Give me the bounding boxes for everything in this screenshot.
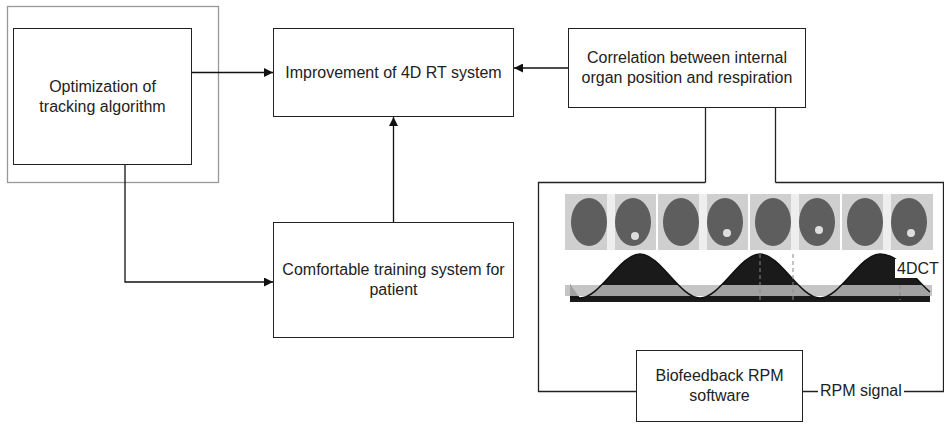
node-text: Comfortable training system for patient — [282, 260, 505, 299]
spine — [699, 194, 707, 250]
lung — [615, 198, 651, 246]
ct-slice — [565, 194, 657, 250]
tumor — [723, 229, 731, 237]
ct-slice — [749, 194, 841, 250]
flow-arrow — [125, 165, 273, 282]
ct-background — [749, 194, 841, 250]
lung — [571, 198, 607, 246]
wave-line — [570, 254, 930, 298]
phase-marker — [900, 285, 901, 300]
annotation-label: RPM signal — [818, 381, 904, 400]
tumor — [907, 229, 915, 237]
slice-separator — [840, 194, 842, 250]
highlight-frame — [8, 7, 219, 183]
node-text: Optimization of tracking algorithm — [22, 77, 183, 116]
node-text: Correlation between internal organ posit… — [577, 48, 797, 87]
process-box: Improvement of 4D RT system — [273, 28, 514, 117]
slice-separator — [656, 194, 658, 250]
process-box: Biofeedback RPM software — [636, 350, 803, 422]
flow-arrow — [393, 117, 394, 222]
spine — [607, 194, 615, 250]
process-box: Optimization of tracking algorithm — [13, 28, 192, 165]
tumor — [631, 232, 639, 240]
lung — [755, 198, 791, 246]
slice-separator — [748, 194, 750, 250]
spine — [791, 194, 799, 250]
lung — [891, 198, 927, 246]
respiration-waveform — [565, 254, 932, 302]
lung — [663, 198, 699, 246]
leader-line — [705, 100, 706, 183]
node-text: Improvement of 4D RT system — [285, 63, 501, 83]
ct-background — [657, 194, 749, 250]
lung — [847, 198, 883, 246]
lung — [707, 198, 743, 246]
ct-slice — [657, 194, 749, 250]
node-text: Biofeedback RPM software — [645, 366, 794, 405]
flow-arrow — [192, 72, 273, 73]
tumor — [815, 226, 823, 234]
leader-line — [775, 100, 776, 183]
ct-slice — [841, 194, 933, 250]
ct-image-strip — [565, 194, 933, 250]
process-box: Correlation between internal organ posit… — [568, 28, 806, 108]
phase-marker — [793, 254, 794, 300]
spine — [883, 194, 891, 250]
ct-background — [841, 194, 933, 250]
ct-background — [565, 194, 657, 250]
signal-band — [565, 285, 932, 296]
process-box: Comfortable training system for patient — [273, 222, 514, 338]
flow-arrow — [514, 67, 568, 68]
annotation-label: 4DCT — [895, 259, 941, 278]
lung — [799, 198, 835, 246]
phase-marker — [760, 254, 761, 300]
